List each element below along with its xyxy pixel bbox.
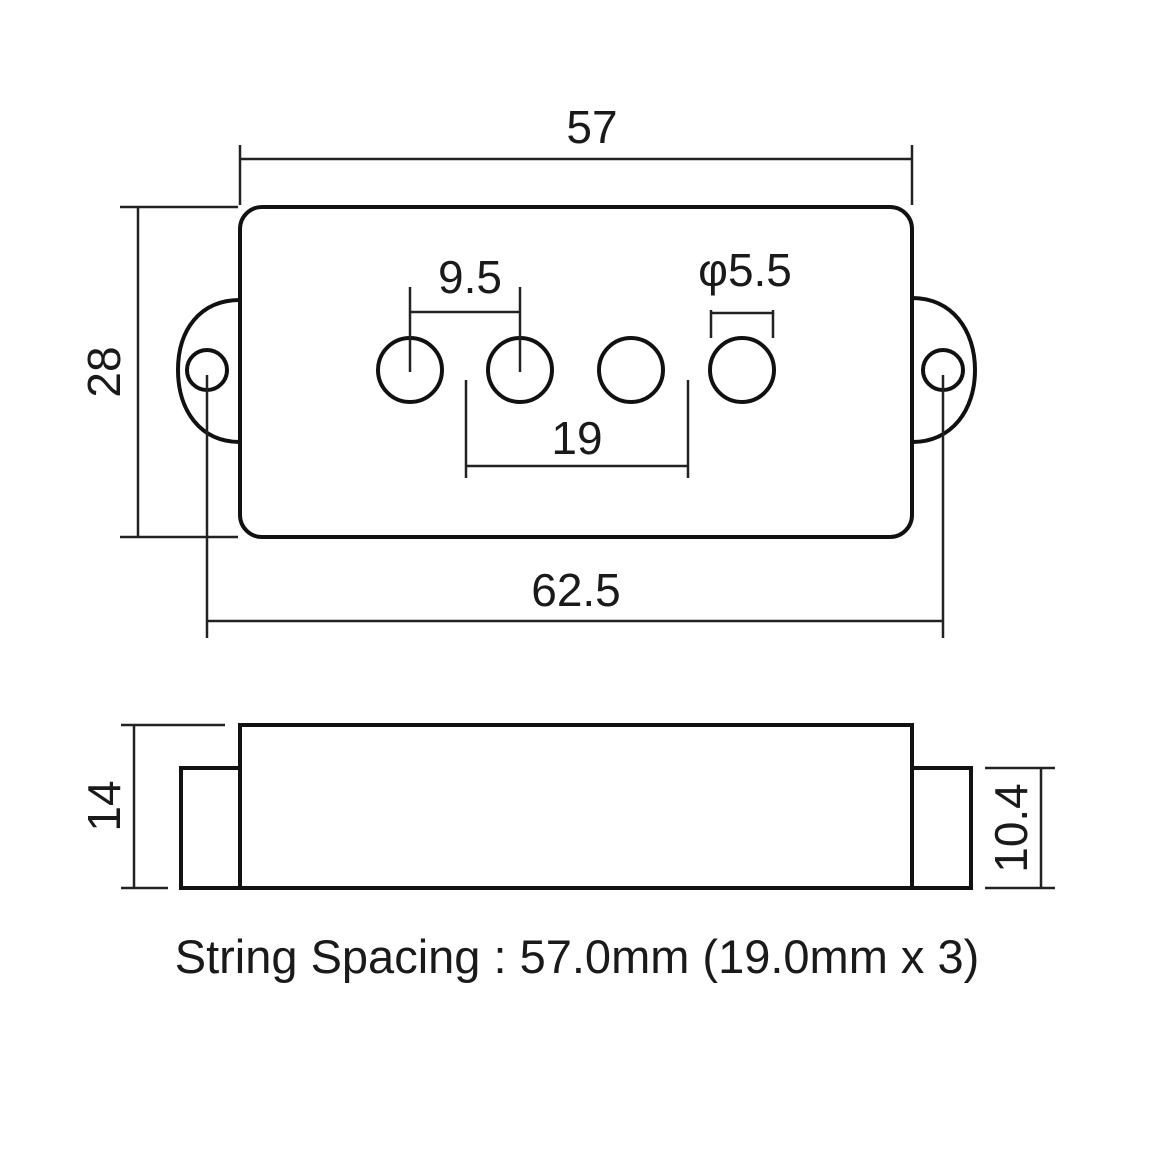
string-spacing-caption: String Spacing : 57.0mm (19.0mm x 3) bbox=[175, 930, 980, 983]
ear-height-label: 10.4 bbox=[985, 783, 1037, 873]
pickup-cover-body bbox=[238, 205, 914, 539]
pole-span-label: 19 bbox=[551, 412, 602, 464]
hole-diameter-dimension: φ5.5 bbox=[698, 244, 792, 338]
mount-span-label: 62.5 bbox=[531, 564, 621, 616]
width-dimension: 57 bbox=[238, 101, 914, 205]
pole-hole-3 bbox=[597, 336, 665, 404]
top-view: 57 28 9.5 φ5.5 19 bbox=[78, 101, 978, 638]
pole-hole-4 bbox=[708, 336, 776, 404]
side-height-label: 14 bbox=[78, 780, 130, 831]
pole-pitch-dimension: 9.5 bbox=[408, 251, 522, 372]
ear-height-dimension: 10.4 bbox=[985, 766, 1055, 890]
mount-span-dimension: 62.5 bbox=[205, 375, 945, 638]
height-dimension-label: 28 bbox=[78, 346, 130, 397]
height-dimension: 28 bbox=[78, 205, 238, 539]
side-right-ear bbox=[909, 766, 973, 890]
pole-span-dimension: 19 bbox=[464, 380, 690, 478]
hole-diameter-label: φ5.5 bbox=[698, 244, 792, 296]
pole-pitch-label: 9.5 bbox=[438, 251, 502, 303]
side-view: 14 10.4 bbox=[78, 723, 1055, 890]
side-cover-body bbox=[238, 723, 914, 890]
width-dimension-label: 57 bbox=[566, 101, 617, 153]
side-left-ear bbox=[179, 766, 243, 890]
side-height-dimension: 14 bbox=[78, 723, 225, 890]
